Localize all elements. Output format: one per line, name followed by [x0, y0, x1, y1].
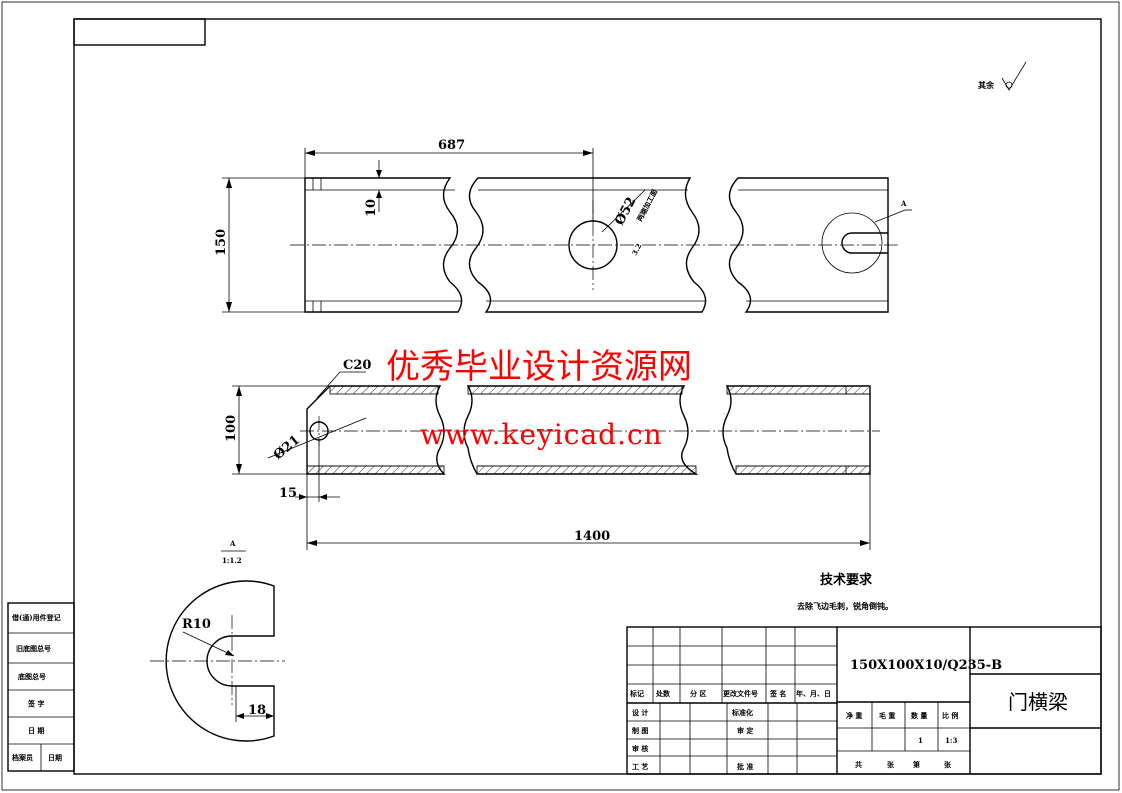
material-spec: 150X100X10/Q235-B [850, 658, 1002, 673]
prop-net-weight: 净 重 [846, 711, 862, 720]
front-view-dimensions: 687 10 150 Ø52 两端加工面 3.2 [214, 138, 659, 313]
sheets-no-label: 第 [913, 760, 920, 769]
dim-1400: 1400 [574, 529, 610, 544]
scale-value: 1:3 [945, 736, 957, 745]
part-name: 门横梁 [1008, 690, 1068, 714]
approve-label: 批 准 [737, 762, 753, 771]
margin-footer-2: 日期 [48, 753, 62, 762]
dim-687: 687 [438, 138, 465, 153]
detail-label: A [229, 539, 236, 548]
dim-100: 100 [224, 415, 239, 442]
dim-150: 150 [214, 229, 229, 256]
role-draw: 制 图 [632, 726, 648, 735]
std-check-label: 标准化 [731, 708, 753, 717]
role-check: 审 核 [632, 744, 648, 753]
margin-footer-1: 档案员 [11, 753, 33, 762]
review-label: 审 定 [737, 726, 753, 735]
section-marker: A [900, 199, 907, 208]
watermark-line-2: www.keyicad.cn [420, 418, 663, 451]
surface-finish-label: 其余 [978, 80, 995, 90]
sheets-unit-2: 张 [944, 760, 952, 769]
note-both-ends: 两端加工面 [635, 188, 659, 223]
margin-row-5: 日 期 [28, 726, 44, 735]
prop-quantity: 数 量 [911, 711, 927, 720]
rev-header-date: 年、月、日 [796, 689, 831, 698]
quantity-value: 1 [918, 736, 923, 745]
role-process: 工 艺 [632, 762, 648, 771]
watermark: 优秀毕业设计资源网 www.keyicad.cn [386, 347, 692, 451]
role-design: 设 计 [632, 708, 648, 717]
margin-row-3: 底图总号 [18, 672, 46, 681]
detail-scale: 1:1.2 [222, 556, 242, 565]
left-margin-table: 借(通)用件登记 旧底图总号 底图总号 签 字 日 期 档案员 日期 [7, 602, 75, 772]
surface-finish-note: 其余 [978, 61, 1027, 91]
margin-row-1: 借(通)用件登记 [11, 613, 61, 622]
dim-15: 15 [279, 486, 297, 501]
rev-header-zone: 分 区 [690, 689, 706, 698]
dim-dia-21: Ø21 [271, 433, 303, 463]
tech-requirements: 技术要求 去除飞边毛刺，锐角倒钝。 [797, 572, 893, 611]
rev-header-mark: 标记 [629, 689, 644, 698]
margin-row-2: 旧底图总号 [16, 644, 51, 653]
dim-dia-52: Ø52 [612, 195, 639, 228]
dim-10: 10 [364, 199, 379, 217]
prop-scale: 比 例 [942, 711, 958, 720]
tech-req-text: 去除飞边毛刺，锐角倒钝。 [797, 601, 893, 611]
rev-header-doc: 更改文件号 [723, 689, 758, 698]
top-view-dimensions: 100 15 1400 [224, 385, 871, 550]
dim-r10: R10 [182, 617, 211, 632]
margin-row-4: 签 字 [27, 699, 44, 708]
roughness-value: 3.2 [630, 242, 644, 257]
watermark-line-1: 优秀毕业设计资源网 [386, 347, 692, 387]
sheets-unit-1: 张 [887, 760, 895, 769]
dim-chamfer: C20 [343, 358, 371, 373]
detail-a: A 1:1.2 R10 18 [150, 539, 285, 742]
dim-18: 18 [248, 703, 266, 718]
roughness-symbol-icon [1001, 61, 1027, 91]
tech-req-title: 技术要求 [820, 572, 873, 588]
rev-header-count: 处数 [655, 689, 671, 698]
front-view: A [290, 177, 912, 313]
rev-header-sign: 签 名 [769, 689, 786, 698]
prop-gross-weight: 毛 重 [879, 711, 895, 720]
sheets-total-label: 共 [855, 760, 862, 769]
title-block: 标记 处数 分 区 更改文件号 签 名 年、月、日 设 计 制 图 审 核 工 … [626, 626, 1102, 775]
